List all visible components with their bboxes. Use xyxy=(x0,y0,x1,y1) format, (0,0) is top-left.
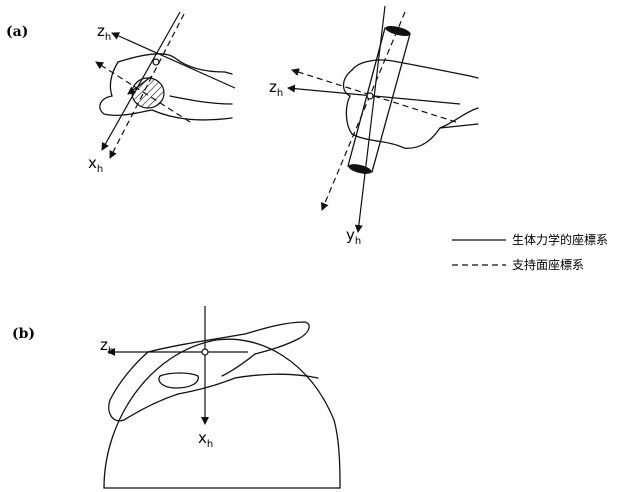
x-subscript: h xyxy=(207,439,213,450)
z-axis-label-b: zh xyxy=(100,336,114,357)
z-axis-label-a2: zh xyxy=(269,78,283,99)
z-subscript: h xyxy=(105,32,111,43)
x-letter: x xyxy=(198,429,207,447)
panel-b-label: (b) xyxy=(12,326,35,342)
x-axis-label-b: xh xyxy=(198,429,213,450)
y-letter: y xyxy=(346,226,355,244)
z-axis-label-a1: zh xyxy=(97,22,111,43)
legend: 生体力学的座標系 支持面座標系 xyxy=(452,232,608,272)
x-subscript: h xyxy=(97,164,103,175)
y-axis-label-a2: yh xyxy=(346,226,361,247)
grip-side-view-figure: zh yh xyxy=(269,5,479,247)
hand-on-dome-figure: zh xh xyxy=(100,306,341,489)
z-letter: z xyxy=(100,336,108,354)
z-letter: z xyxy=(97,22,105,40)
z-subscript: h xyxy=(108,346,114,357)
x-axis-label-a1: xh xyxy=(88,154,103,175)
z-letter: z xyxy=(269,78,277,96)
x-letter: x xyxy=(88,154,97,172)
y-subscript: h xyxy=(355,236,361,247)
dome-support-surface xyxy=(103,338,341,489)
panel-a-label: (a) xyxy=(6,24,28,40)
legend-solid-label: 生体力学的座標系 xyxy=(512,232,608,247)
cylinder-cross-section xyxy=(131,77,165,109)
grip-end-view-figure: zh xh xyxy=(88,11,236,175)
legend-dashed-label: 支持面座標系 xyxy=(512,257,584,272)
z-subscript: h xyxy=(277,88,283,99)
